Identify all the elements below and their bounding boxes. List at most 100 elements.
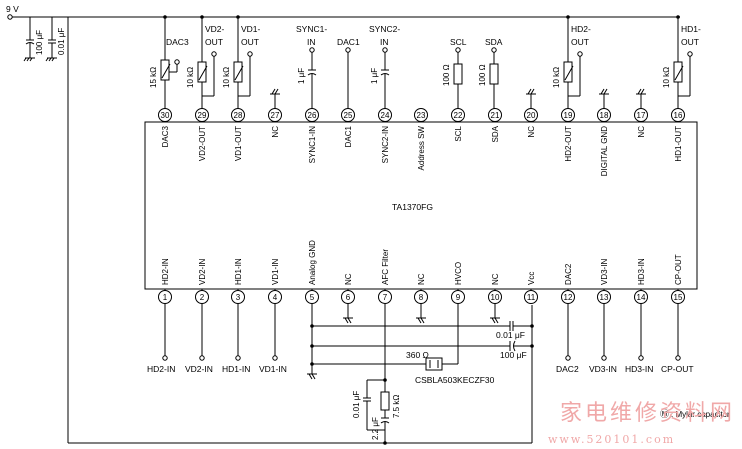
watermark: 家电维修资料网 www.520101.com [548, 401, 735, 446]
dac3-terminal-label: DAC3 [166, 37, 189, 47]
hd3-in-terminal[interactable] [638, 355, 644, 361]
pin-6-number: 6 [346, 293, 351, 302]
pin-1-number: 1 [163, 293, 168, 302]
pin-9-label: HVCO [454, 262, 463, 285]
ic-body [144, 121, 698, 290]
bottom-external-network: HD2-IN VD2-IN HD1-IN VD1-IN 0.01 μF [147, 303, 694, 445]
pin-10-label: NC [491, 273, 500, 285]
supply-terminal [7, 14, 13, 20]
cp-out-terminal[interactable] [675, 355, 681, 361]
r16-label: 10 kΩ [662, 67, 671, 88]
pin-16-number: 16 [674, 111, 683, 120]
pin-17-label: NC [637, 126, 646, 138]
vd2-in-terminal[interactable] [199, 355, 205, 361]
supply-voltage-label: 9 V [6, 4, 19, 14]
legend: Ⓜ : Mylar capacitor [660, 409, 730, 419]
sync1-in-label-line2: IN [307, 37, 316, 47]
vd1-out-label-line2: OUT [241, 37, 259, 47]
pin-8-number: 8 [419, 293, 424, 302]
pin-9-number: 9 [456, 293, 461, 302]
r-afc-label: 7.5 kΩ [392, 395, 401, 418]
pin-15-number: 15 [674, 293, 683, 302]
sync2-in-terminal[interactable] [382, 47, 388, 53]
pin-16-label: HD1-OUT [674, 126, 683, 162]
pin-22-label: SCL [454, 125, 463, 141]
hd3-in-label: HD3-IN [625, 364, 653, 374]
supply-cap2-label: 0.01 μF [57, 28, 66, 55]
r19-label: 10 kΩ [552, 67, 561, 88]
sync1-in-label-line1: SYNC1- [296, 24, 327, 34]
pin-29-number: 29 [198, 111, 207, 120]
vd1-out-terminal[interactable] [247, 51, 253, 57]
pin-8-label: NC [417, 273, 426, 285]
hd2-in-terminal[interactable] [162, 355, 168, 361]
pin-27-label: NC [271, 126, 280, 138]
r30-label: 15 kΩ [149, 67, 158, 88]
pin-14-label: HD3-IN [637, 258, 646, 285]
pin-13-number: 13 [600, 293, 609, 302]
vd2-in-label: VD2-IN [185, 364, 213, 374]
pin-26-number: 26 [308, 111, 317, 120]
sda-terminal[interactable] [491, 47, 497, 53]
r21-label: 100 Ω [478, 64, 487, 86]
c26-label: 1 μF [297, 68, 306, 84]
pin-22-number: 22 [454, 111, 463, 120]
dac2-terminal[interactable] [565, 355, 571, 361]
vd1-in-label: VD1-IN [259, 364, 287, 374]
sync2-in-label-line1: SYNC2- [369, 24, 400, 34]
hd2-out-label-line1: HD2- [571, 24, 591, 34]
pin-29-label: VD2-OUT [198, 126, 207, 161]
pin-15-label: CP-OUT [674, 254, 683, 285]
vd3-in-label: VD3-IN [589, 364, 617, 374]
pin-12-label: DAC2 [564, 263, 573, 285]
supply-cap1-label: 100 μF [35, 30, 44, 55]
vd3-in-terminal[interactable] [601, 355, 607, 361]
pin-19-label: HD2-OUT [564, 126, 573, 162]
hd1-in-label: HD1-IN [222, 364, 250, 374]
pin-18-number: 18 [600, 111, 609, 120]
vd1-in-terminal[interactable] [272, 355, 278, 361]
hd1-out-label-line2: OUT [681, 37, 699, 47]
pin-4-number: 4 [273, 293, 278, 302]
pin-21-label: SDA [491, 125, 500, 142]
pin-11-label: Vcc [527, 272, 536, 285]
dac1-terminal[interactable] [345, 47, 351, 53]
dac3-terminal[interactable] [174, 59, 180, 65]
mylar-legend-text: : Mylar capacitor [671, 410, 730, 419]
hd1-in-terminal[interactable] [235, 355, 241, 361]
hd2-out-label-line2: OUT [571, 37, 589, 47]
pin-20-number: 20 [527, 111, 536, 120]
watermark-url: www.520101.com [548, 433, 675, 446]
vd2-out-label-line2: OUT [205, 37, 223, 47]
pin-24-number: 24 [381, 111, 390, 120]
pin-14-number: 14 [637, 293, 646, 302]
watermark-chinese: 家电维修资料网 [560, 401, 735, 426]
hd1-out-terminal[interactable] [687, 51, 693, 57]
ic-name: TA1370FG [392, 202, 433, 212]
pin-18-label: DIGITAL GND [600, 126, 609, 176]
vd2-out-terminal[interactable] [211, 51, 217, 57]
pin-24-label: SYNC2-IN [381, 126, 390, 164]
c-afc1-label: 0.01 μF [352, 391, 361, 418]
vd2-out-label-line1: VD2- [205, 24, 225, 34]
c-afc2-label: 2.2 μF [371, 417, 380, 440]
r29-label: 10 kΩ [186, 67, 195, 88]
pin-7-number: 7 [383, 293, 388, 302]
vd1-out-label-line1: VD1- [241, 24, 261, 34]
pin-3-label: HD1-IN [234, 258, 243, 285]
pin-27-number: 27 [271, 111, 280, 120]
pin-25-number: 25 [344, 111, 353, 120]
pin-26-label: SYNC1-IN [308, 126, 317, 164]
scl-terminal[interactable] [455, 47, 461, 53]
pin-10-number: 10 [491, 293, 500, 302]
hd2-in-label: HD2-IN [147, 364, 175, 374]
dac2-label: DAC2 [556, 364, 579, 374]
scl-terminal-label: SCL [450, 37, 467, 47]
sync1-in-terminal[interactable] [309, 47, 315, 53]
mylar-symbol: Ⓜ [660, 409, 669, 419]
pin-6-label: NC [344, 273, 353, 285]
hd2-out-terminal[interactable] [577, 51, 583, 57]
r-hvco-label: 360 Ω [406, 350, 429, 360]
